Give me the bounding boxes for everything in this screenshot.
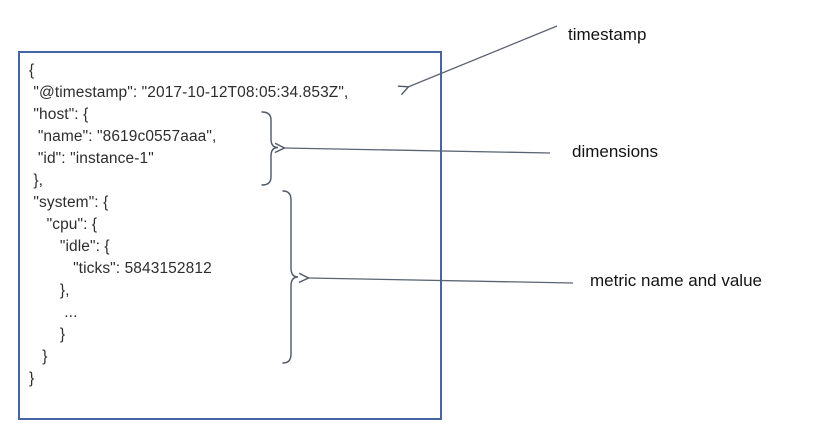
json-line-ellipsis: ... — [29, 304, 78, 321]
json-line-idle-close: }, — [29, 282, 70, 299]
json-code-block: { "@timestamp": "2017-10-12T08:05:34.853… — [29, 60, 348, 390]
json-document-box — [18, 51, 442, 420]
json-line: { — [29, 62, 35, 79]
json-line-root-close: } — [29, 370, 35, 387]
json-line-timestamp: "@timestamp": "2017-10-12T08:05:34.853Z"… — [29, 84, 349, 101]
json-line-host-open: "host": { — [29, 106, 89, 123]
json-line-system-close: } — [29, 348, 48, 365]
json-line-system-open: "system": { — [29, 194, 109, 211]
dimensions-label: dimensions — [572, 142, 658, 161]
metric-name-and-value-label: metric name and value — [590, 271, 762, 290]
json-line-idle-open: "idle": { — [29, 238, 110, 255]
json-line-host-name: "name": "8619c0557aaa", — [29, 128, 217, 145]
json-line-ticks: "ticks": 5843152812 — [29, 260, 212, 277]
json-line-host-close: }, — [29, 172, 44, 189]
json-line-cpu-close: } — [29, 326, 66, 343]
json-line-cpu-open: "cpu": { — [29, 216, 98, 233]
timestamp-label: timestamp — [568, 25, 647, 44]
json-line-host-id: "id": "instance-1" — [29, 150, 154, 167]
